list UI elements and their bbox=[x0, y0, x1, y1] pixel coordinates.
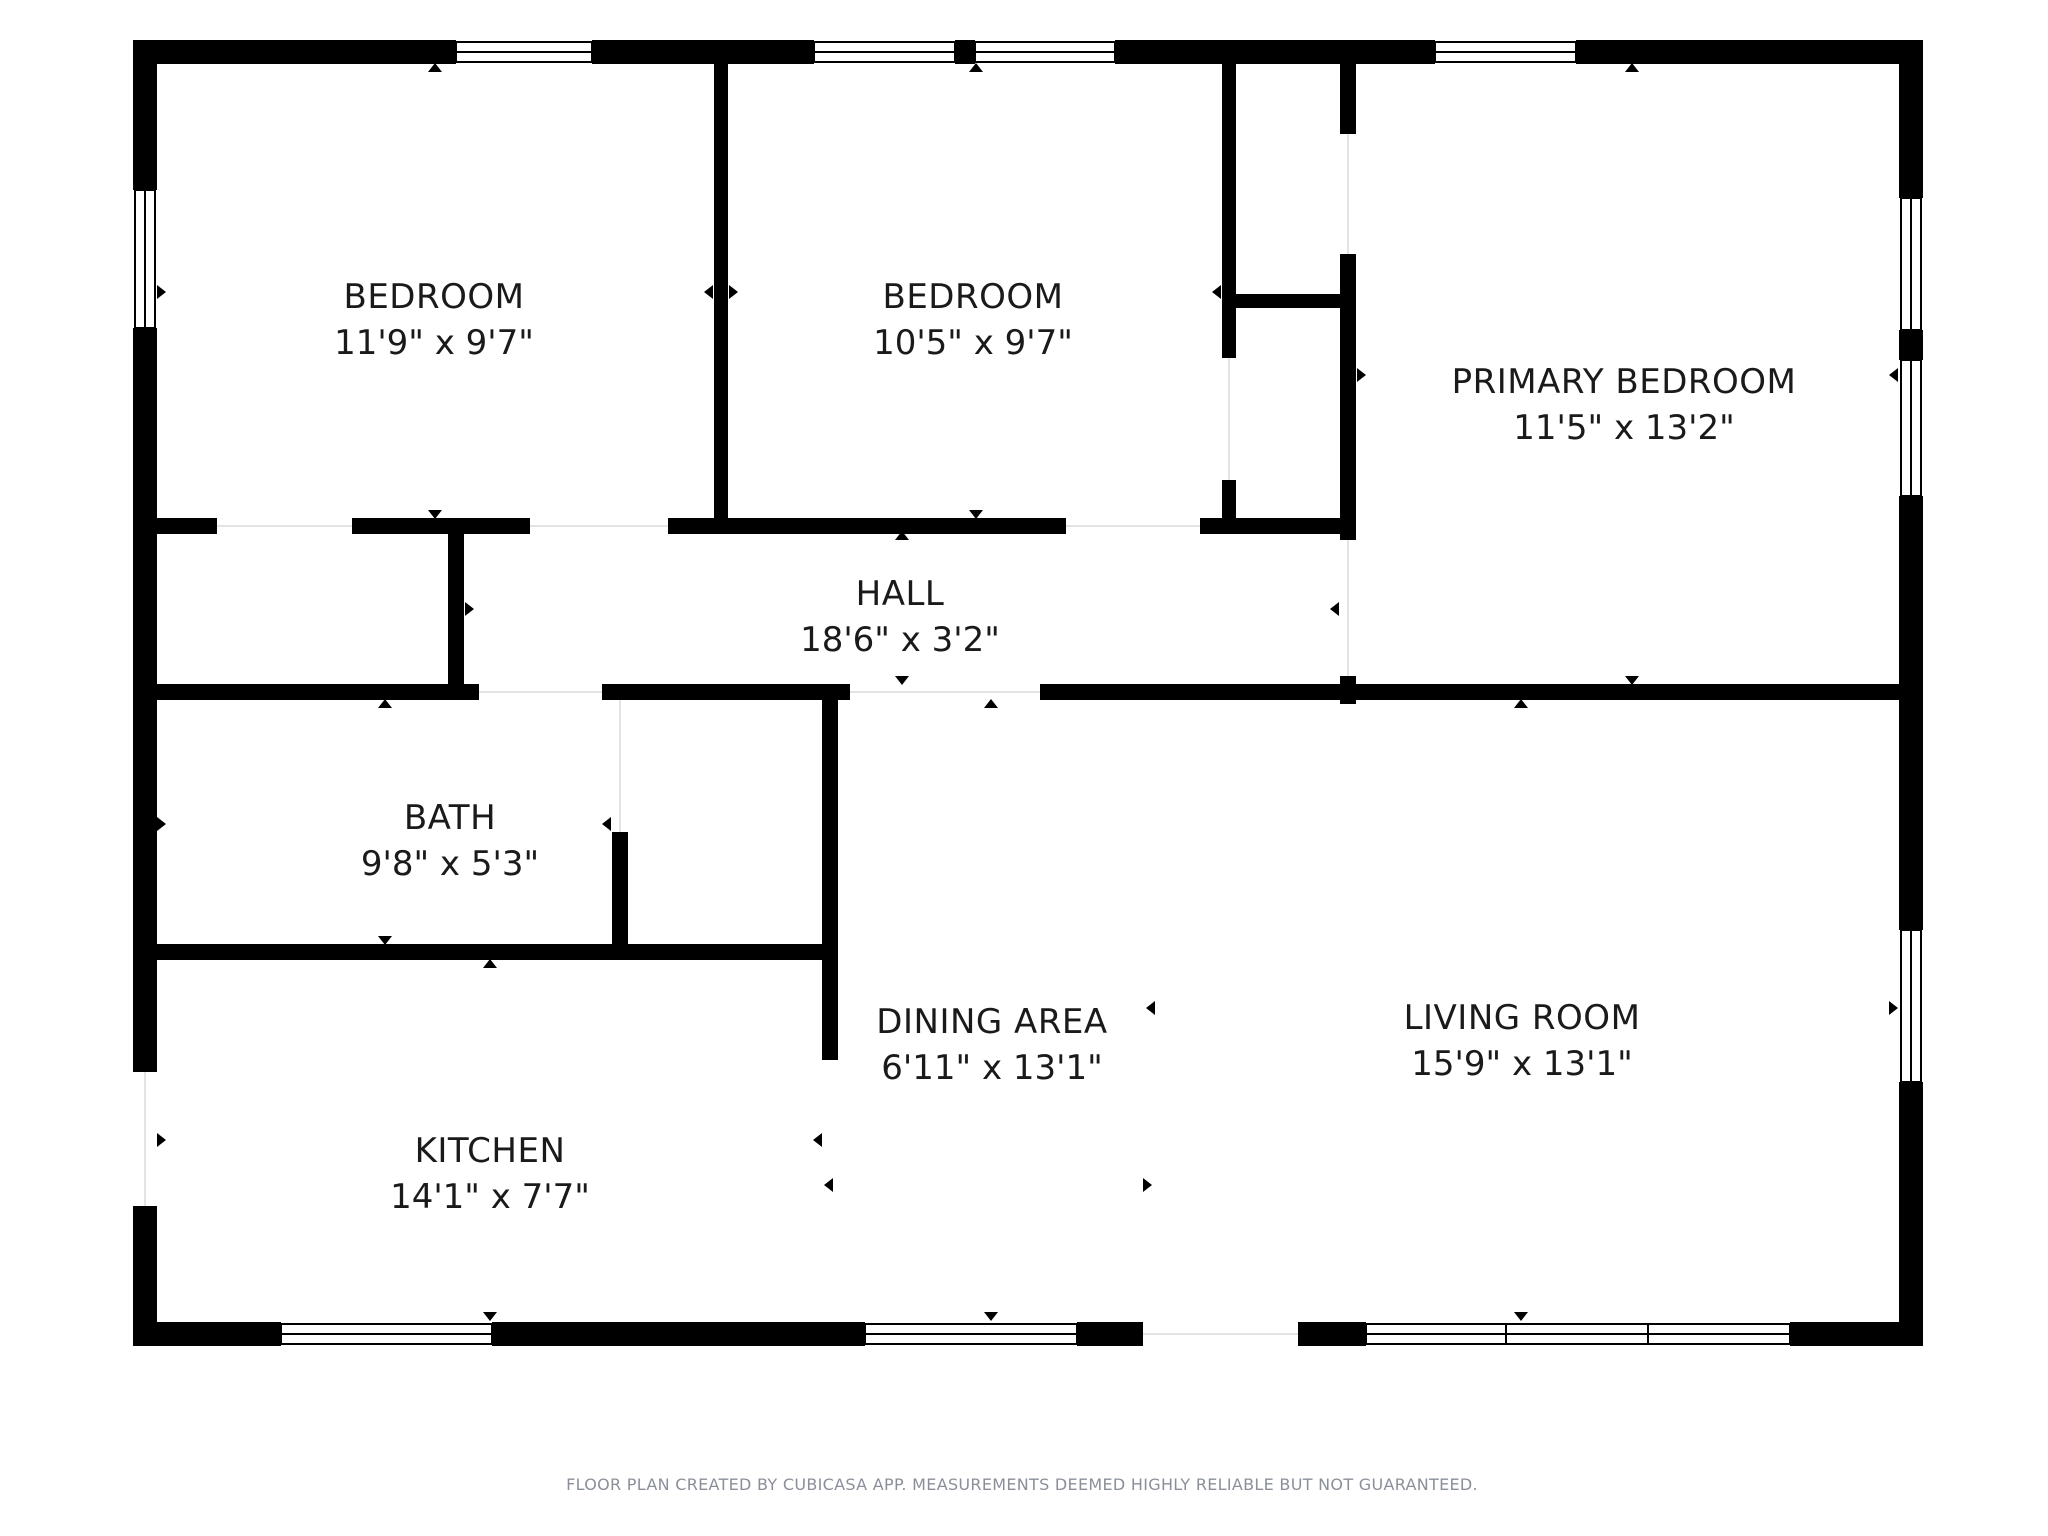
dimension-marker bbox=[1143, 1178, 1152, 1192]
room-bedroom-2: BEDROOM 10'5" x 9'7" bbox=[873, 277, 1073, 363]
wall-segment bbox=[133, 328, 157, 1072]
wall-segment bbox=[1340, 254, 1356, 540]
dimension-marker bbox=[729, 285, 738, 299]
dimension-marker bbox=[483, 959, 497, 968]
dimension-marker bbox=[428, 63, 442, 72]
walls bbox=[133, 40, 1923, 1346]
wall-segment bbox=[1115, 40, 1435, 64]
dimension-marker bbox=[483, 1312, 497, 1321]
wall-segment bbox=[592, 40, 814, 64]
wall-segment bbox=[714, 62, 728, 528]
wall-segment bbox=[352, 518, 530, 534]
wall-segment bbox=[612, 832, 628, 950]
dimension-marker bbox=[1330, 602, 1339, 616]
room-hall: HALL 18'6" x 3'2" bbox=[800, 574, 1000, 660]
dimension-marker bbox=[969, 63, 983, 72]
wall-segment bbox=[155, 944, 831, 960]
wall-segment bbox=[1899, 330, 1923, 360]
dimension-marker bbox=[1146, 1001, 1155, 1015]
room-name: HALL bbox=[856, 574, 945, 614]
dimension-marker bbox=[157, 817, 166, 831]
wall-segment bbox=[1222, 62, 1236, 358]
wall-segment bbox=[1790, 1322, 1923, 1346]
wall-segment bbox=[155, 518, 217, 534]
room-dimensions: 14'1" x 7'7" bbox=[390, 1177, 590, 1217]
dimension-marker bbox=[1625, 63, 1639, 72]
dimension-marker bbox=[1625, 676, 1639, 685]
wall-segment bbox=[1899, 496, 1923, 930]
wall-segment bbox=[1899, 1082, 1923, 1346]
dimension-marker bbox=[1357, 368, 1366, 382]
wall-segment bbox=[1222, 480, 1236, 528]
wall-segment bbox=[133, 40, 456, 64]
room-name: BATH bbox=[404, 798, 496, 838]
dimension-marker bbox=[157, 1133, 166, 1147]
room-dimensions: 10'5" x 9'7" bbox=[873, 323, 1073, 363]
dimension-marker bbox=[1889, 368, 1898, 382]
dimension-markers bbox=[157, 63, 1898, 1321]
room-dimensions: 9'8" x 5'3" bbox=[361, 844, 539, 884]
dimension-marker bbox=[984, 699, 998, 708]
wall-segment bbox=[668, 518, 1066, 534]
room-dimensions: 18'6" x 3'2" bbox=[800, 620, 1000, 660]
room-labels: BEDROOM 11'9" x 9'7" BEDROOM 10'5" x 9'7… bbox=[334, 277, 1796, 1217]
dimension-marker bbox=[378, 936, 392, 945]
room-dimensions: 11'9" x 9'7" bbox=[334, 323, 534, 363]
wall-segment bbox=[1040, 684, 1910, 700]
room-bedroom-1: BEDROOM 11'9" x 9'7" bbox=[334, 277, 534, 363]
room-kitchen: KITCHEN 14'1" x 7'7" bbox=[390, 1131, 590, 1217]
dimension-marker bbox=[969, 510, 983, 519]
dimension-marker bbox=[465, 602, 474, 616]
dimension-marker bbox=[1514, 1312, 1528, 1321]
windows bbox=[134, 41, 1922, 1345]
wall-segment bbox=[448, 526, 464, 686]
room-name: BEDROOM bbox=[344, 277, 525, 317]
wall-segment bbox=[822, 692, 838, 1060]
door-openings bbox=[144, 134, 1349, 1335]
wall-segment bbox=[133, 1322, 281, 1346]
room-bath: BATH 9'8" x 5'3" bbox=[361, 798, 539, 884]
dimension-marker bbox=[157, 285, 166, 299]
wall-segment bbox=[492, 1322, 865, 1346]
dimension-marker bbox=[428, 510, 442, 519]
room-dimensions: 15'9" x 13'1" bbox=[1411, 1044, 1633, 1084]
wall-segment bbox=[1899, 40, 1923, 198]
dimension-marker bbox=[1889, 1001, 1898, 1015]
wall-segment bbox=[1077, 1322, 1143, 1346]
room-name: BEDROOM bbox=[883, 277, 1064, 317]
wall-segment bbox=[1576, 40, 1923, 64]
dimension-marker bbox=[602, 817, 611, 831]
wall-segment bbox=[133, 40, 157, 190]
wall-segment bbox=[1228, 294, 1342, 308]
room-dining-area: DINING AREA 6'11" x 13'1" bbox=[876, 1002, 1107, 1088]
room-name: KITCHEN bbox=[415, 1131, 566, 1171]
room-name: LIVING ROOM bbox=[1404, 998, 1641, 1038]
room-name: DINING AREA bbox=[876, 1002, 1107, 1042]
dimension-marker bbox=[813, 1133, 822, 1147]
wall-segment bbox=[1340, 62, 1356, 134]
room-dimensions: 6'11" x 13'1" bbox=[881, 1048, 1103, 1088]
room-primary-bedroom: PRIMARY BEDROOM 11'5" x 13'2" bbox=[1452, 362, 1797, 448]
wall-segment bbox=[155, 684, 479, 700]
dimension-marker bbox=[895, 531, 909, 540]
dimension-marker bbox=[895, 676, 909, 685]
room-living-room: LIVING ROOM 15'9" x 13'1" bbox=[1404, 998, 1641, 1084]
dimension-marker bbox=[378, 699, 392, 708]
wall-segment bbox=[1200, 518, 1350, 534]
room-dimensions: 11'5" x 13'2" bbox=[1513, 408, 1735, 448]
dimension-marker bbox=[704, 285, 713, 299]
footer-disclaimer: FLOOR PLAN CREATED BY CUBICASA APP. MEAS… bbox=[566, 1475, 1478, 1494]
dimension-marker bbox=[824, 1178, 833, 1192]
wall-segment bbox=[955, 40, 975, 64]
wall-segment bbox=[1298, 1322, 1366, 1346]
wall-segment bbox=[602, 684, 850, 700]
dimension-marker bbox=[1514, 699, 1528, 708]
dimension-marker bbox=[984, 1312, 998, 1321]
room-name: PRIMARY BEDROOM bbox=[1452, 362, 1797, 402]
dimension-marker bbox=[1212, 285, 1221, 299]
